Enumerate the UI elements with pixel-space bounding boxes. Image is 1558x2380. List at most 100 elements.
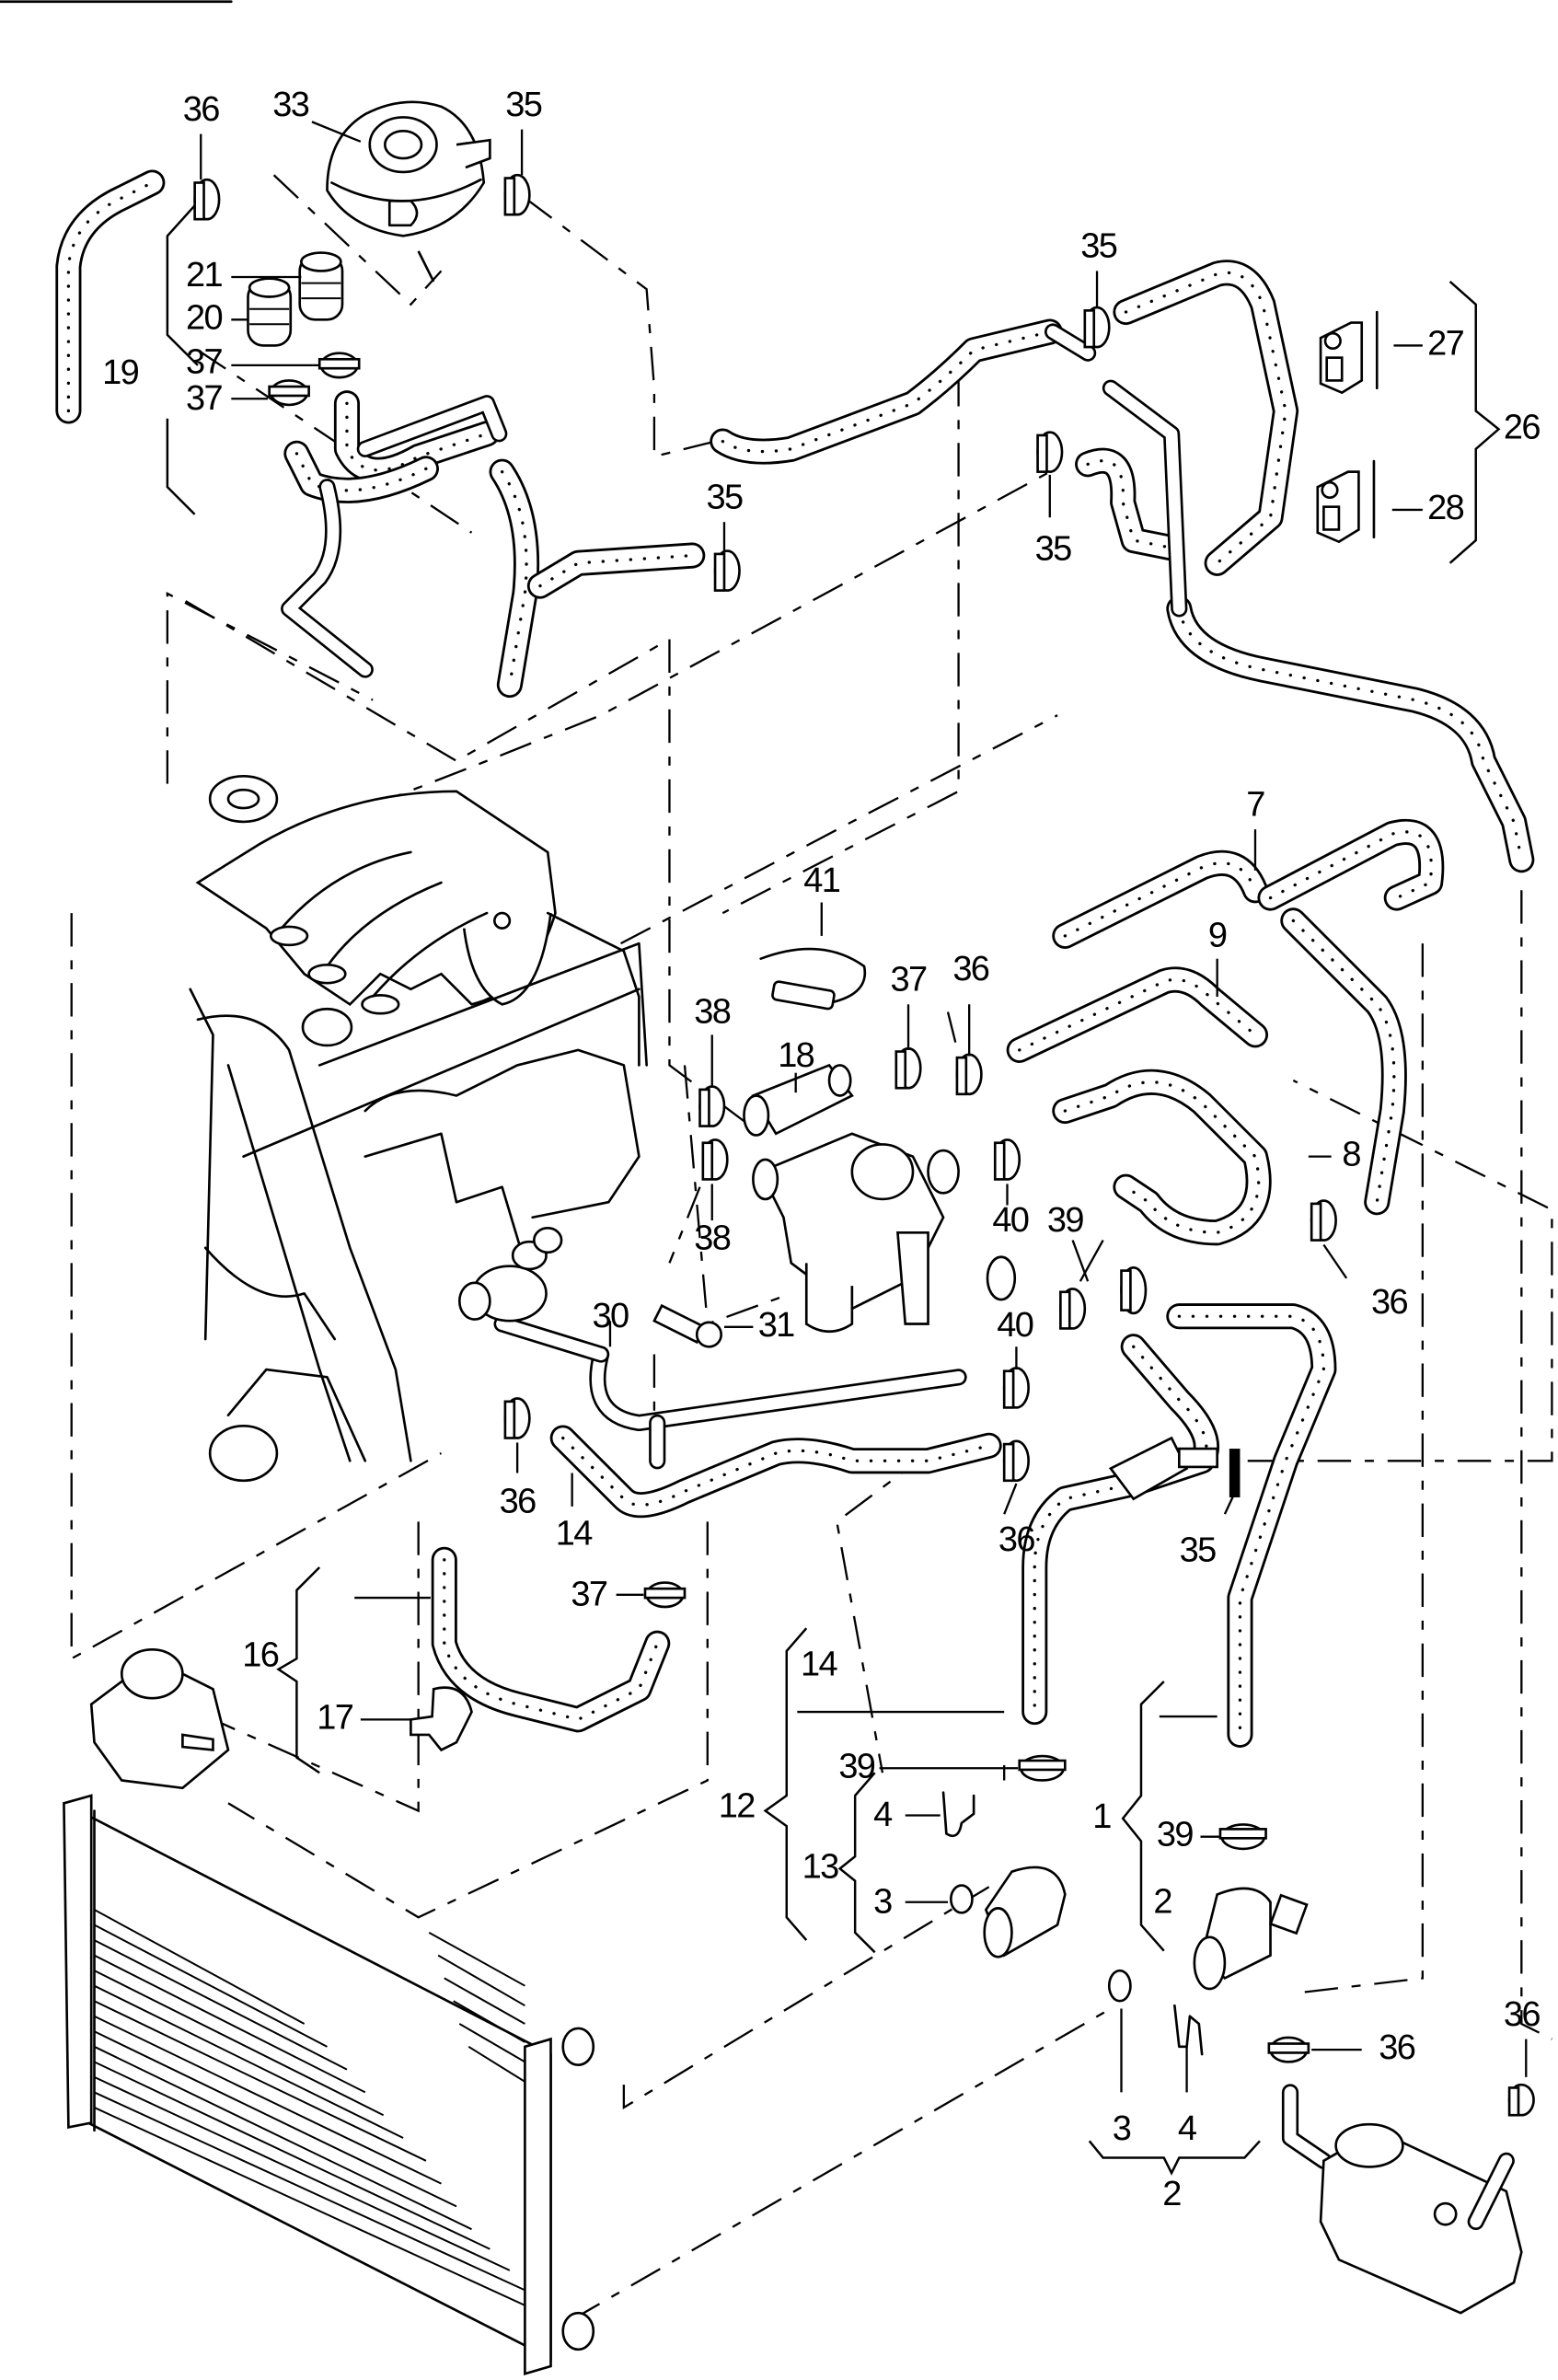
radiator xyxy=(63,1794,595,2376)
hose-7 xyxy=(1052,818,1445,1216)
clip-38b xyxy=(701,1138,729,1181)
callout-33: 33 xyxy=(272,86,308,124)
clip-37a xyxy=(317,352,361,379)
callout-16: 16 xyxy=(242,1636,278,1675)
cap-20 xyxy=(247,277,293,347)
clip-35a xyxy=(503,173,531,216)
callout-38: 38 xyxy=(694,1219,730,1258)
callout-36: 36 xyxy=(183,90,219,129)
elbow-connector-2 xyxy=(1173,1887,1309,2056)
callout-35: 35 xyxy=(1035,530,1071,569)
clip-36a xyxy=(193,178,221,221)
callout-39: 39 xyxy=(1047,1201,1083,1240)
clip-37d xyxy=(643,1581,687,1609)
callout-39: 39 xyxy=(838,1747,874,1785)
clip-37b xyxy=(268,379,310,407)
connector-27 xyxy=(1319,310,1379,395)
coolant-flange-18 xyxy=(743,1063,1017,1334)
brace-19 xyxy=(166,204,199,515)
group-braces xyxy=(166,204,1501,2176)
callout-37: 37 xyxy=(186,379,222,418)
callout-36: 36 xyxy=(1504,1995,1540,2034)
callout-17: 17 xyxy=(317,1698,352,1737)
callout-21: 21 xyxy=(186,256,222,295)
hose-14-lower xyxy=(549,1425,1002,1519)
brace-1 xyxy=(1121,1681,1165,1952)
hose-19-upper xyxy=(283,390,706,699)
callout-36: 36 xyxy=(952,950,988,988)
callout-36: 36 xyxy=(1379,2028,1414,2067)
callout-2: 2 xyxy=(1153,1882,1171,1921)
clip-36d xyxy=(503,1397,531,1439)
t-connector xyxy=(1108,1436,1241,1501)
clip-36e xyxy=(1002,1439,1030,1483)
callout-14: 14 xyxy=(801,1646,837,1684)
reservoir-bottom-right xyxy=(1319,2122,1523,2315)
pipe-26-rigid xyxy=(1044,323,1188,618)
clip-36g xyxy=(1507,2083,1535,2117)
hose-1 xyxy=(1166,1303,1337,1748)
clip-35d xyxy=(1036,431,1064,473)
callout-30: 30 xyxy=(592,1297,628,1335)
hose-clips xyxy=(193,173,1535,2117)
callout-37: 37 xyxy=(571,1575,606,1613)
callout-labels: 36 33 35 21 20 37 37 19 35 35 35 27 26 2… xyxy=(102,86,1541,2213)
callout-13: 13 xyxy=(802,1847,838,1886)
callout-8: 8 xyxy=(1342,1136,1360,1174)
o-ring-3a xyxy=(950,1884,974,1914)
clip-40c xyxy=(1059,1288,1087,1330)
brace-13 xyxy=(837,1772,876,1954)
callout-36: 36 xyxy=(1371,1283,1407,1322)
hose-14-right xyxy=(1021,1334,1219,1726)
callout-35: 35 xyxy=(1080,227,1116,266)
engine-block xyxy=(189,911,648,1483)
callout-37: 37 xyxy=(891,961,927,999)
clip-39b xyxy=(1018,1754,1067,1782)
callout-2: 2 xyxy=(1162,2175,1181,2213)
clip-40a xyxy=(993,1138,1021,1181)
flange-plate xyxy=(457,1227,563,1323)
callout-39: 39 xyxy=(1157,1816,1193,1854)
callout-31: 31 xyxy=(758,1306,794,1345)
hose-upper-long xyxy=(710,318,1063,465)
callout-35: 35 xyxy=(505,86,541,124)
hose-8 xyxy=(1052,1069,1272,1246)
leader-lines xyxy=(200,121,1528,2093)
callout-19: 19 xyxy=(102,353,138,392)
clip-36b xyxy=(955,1053,983,1096)
callout-18: 18 xyxy=(778,1036,814,1075)
brace-12 xyxy=(763,1627,808,1941)
callout-9: 9 xyxy=(1208,917,1227,955)
clip-39c xyxy=(1218,1823,1267,1851)
clamp-band-41 xyxy=(759,947,867,1011)
clip-38a xyxy=(698,1085,726,1127)
brace-26 xyxy=(1448,281,1501,564)
reservoir-left xyxy=(89,1647,230,1790)
clip-36f xyxy=(1267,2036,1310,2063)
callout-4: 4 xyxy=(1178,2109,1197,2148)
callout-14: 14 xyxy=(556,1514,593,1553)
callout-40: 40 xyxy=(992,1201,1028,1240)
cap-21 xyxy=(298,251,344,321)
elbow-connector-13 xyxy=(941,1791,1067,1958)
brace-2 xyxy=(1088,2140,1261,2176)
clip-39a xyxy=(1120,1265,1148,1315)
clip-37c xyxy=(894,1046,922,1090)
hose-16 xyxy=(431,1546,671,1733)
callout-36: 36 xyxy=(998,1520,1034,1559)
callout-36: 36 xyxy=(500,1483,536,1521)
pipe-19-rigid xyxy=(281,395,508,678)
callout-27: 27 xyxy=(1427,324,1463,363)
pipe-bottom-right xyxy=(1281,2084,1333,2169)
pipe-30 xyxy=(493,1315,967,1470)
clip-35b xyxy=(713,549,741,592)
hose-26 xyxy=(1075,260,1535,873)
expansion-tank-33 xyxy=(326,100,491,283)
o-ring-3b xyxy=(1107,1969,1132,2003)
callout-40: 40 xyxy=(997,1306,1033,1345)
callout-26: 26 xyxy=(1504,408,1540,446)
callout-38: 38 xyxy=(694,992,730,1031)
brace-16 xyxy=(276,1566,321,1774)
hose-left-long xyxy=(55,169,166,424)
callout-35: 35 xyxy=(1180,1531,1216,1570)
